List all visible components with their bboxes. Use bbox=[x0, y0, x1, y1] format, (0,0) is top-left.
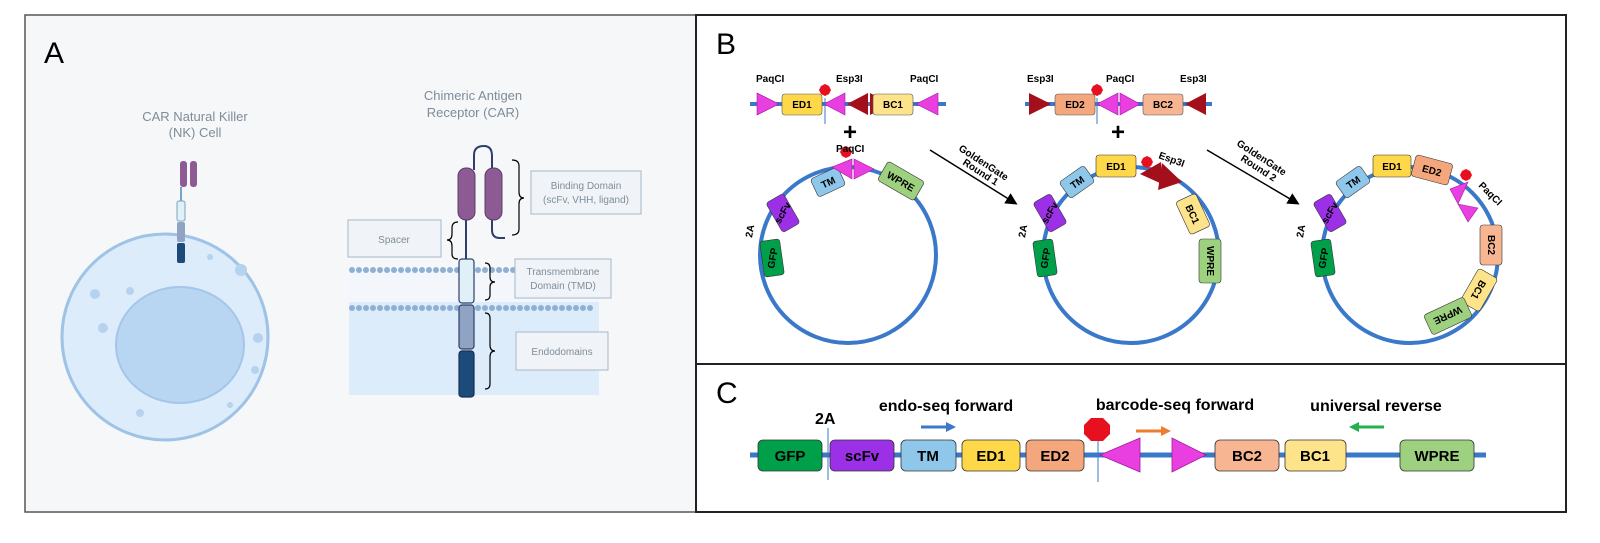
binding-domain-label-line1: Binding Domain bbox=[551, 181, 622, 192]
p3-ed1: ED1 bbox=[1382, 162, 1402, 173]
p3-ed2: ED2 bbox=[1421, 164, 1443, 180]
c-2a: 2A bbox=[815, 411, 836, 428]
frag2-esp3i-right: Esp3I bbox=[1180, 74, 1207, 85]
car-title-line2: Receptor (CAR) bbox=[427, 105, 519, 120]
universal-reverse-label: universal reverse bbox=[1310, 398, 1442, 415]
universal-reverse-arrow bbox=[1349, 422, 1384, 432]
barcode-seq-forward-label: barcode-seq forward bbox=[1096, 397, 1254, 414]
panel-a: A CAR Natural Killer (NK) Cell Chimeric bbox=[26, 16, 695, 511]
plasmid-2: GFP scFv TM ED1 Esp3I BC1 WPRE 2A bbox=[1017, 150, 1222, 345]
c-bc1: BC1 bbox=[1300, 448, 1330, 465]
c-gfp: GFP bbox=[775, 448, 806, 465]
c-scfv-box bbox=[829, 439, 895, 472]
p2-esp3i: Esp3I bbox=[1157, 150, 1186, 170]
frag2-ed2: ED2 bbox=[1065, 100, 1085, 111]
p1-paqci: PaqCI bbox=[836, 144, 865, 155]
c-ed1: ED1 bbox=[976, 448, 1005, 465]
insert-fragment-2: ED2 BC2 Esp3I PaqCI Esp3I bbox=[1025, 74, 1212, 124]
endodomains-label: Endodomains bbox=[531, 347, 592, 358]
p2-gfp: GFP bbox=[1039, 247, 1053, 269]
frag1-esp3i: Esp3I bbox=[836, 74, 863, 85]
c-scfv: scFv bbox=[845, 448, 880, 465]
frag1-paqci-right: PaqCI bbox=[910, 74, 939, 85]
panel-c: C 2A GFP scFv TM ED1 ED2 BC2 BC1 WPRE en… bbox=[716, 377, 1486, 482]
binding-domain-label-line2: (scFv, VHH, ligand) bbox=[543, 195, 629, 206]
frag2-esp3i-left: Esp3I bbox=[1027, 74, 1054, 85]
frag2-paqci: PaqCI bbox=[1106, 74, 1135, 85]
panel-b-letter: B bbox=[716, 28, 736, 61]
endodomain-block-1 bbox=[458, 304, 475, 350]
tmd-label-line2: Domain (TMD) bbox=[530, 281, 596, 292]
label-boxes: Binding Domain (scFv, VHH, ligand) Space… bbox=[347, 170, 642, 371]
c-paqci-left bbox=[1098, 437, 1141, 473]
plus-1: + bbox=[843, 119, 857, 146]
c-wpre: WPRE bbox=[1415, 448, 1460, 465]
plus-2: + bbox=[1111, 119, 1125, 146]
frag2-bc2: BC2 bbox=[1153, 100, 1173, 111]
nk-cell-title-line2: (NK) Cell bbox=[169, 125, 222, 140]
c-bc2: BC2 bbox=[1232, 448, 1262, 465]
c-tm-box bbox=[900, 439, 957, 472]
p3-2a: 2A bbox=[1295, 224, 1308, 239]
p1-gfp: GFP bbox=[766, 247, 780, 269]
c-paqci-right bbox=[1171, 437, 1207, 473]
car-title-line1: Chimeric Antigen bbox=[424, 88, 522, 103]
c-ed1-box bbox=[961, 439, 1021, 472]
plasmid-3: GFP scFv TM ED1 ED2 PaqCI BC2 BC1 WPRE 2… bbox=[1295, 154, 1504, 345]
barcode-seq-forward-arrow bbox=[1136, 426, 1171, 436]
c-stop-symbol bbox=[1084, 418, 1110, 441]
c-ed2: ED2 bbox=[1040, 448, 1069, 465]
c-wpre-box bbox=[1399, 439, 1475, 472]
c-gfp-box bbox=[757, 439, 823, 472]
panel-c-letter: C bbox=[716, 377, 738, 410]
panel-a-letter: A bbox=[44, 37, 64, 70]
p3-gfp: GFP bbox=[1317, 247, 1331, 269]
car-receptor bbox=[457, 144, 505, 398]
frag1-ed1: ED1 bbox=[792, 100, 812, 111]
plasmid-1: GFP scFv TM PaqCI WPRE 2A bbox=[744, 144, 938, 345]
nk-cell-title-line1: CAR Natural Killer bbox=[142, 109, 248, 124]
p1-2a: 2A bbox=[744, 224, 757, 239]
spacer-label: Spacer bbox=[378, 235, 410, 246]
endodomain-block-2 bbox=[458, 350, 475, 398]
p2-wpre: WPRE bbox=[1204, 246, 1215, 276]
nk-cell bbox=[60, 161, 270, 442]
c-tm: TM bbox=[917, 448, 939, 465]
tmd-block bbox=[458, 258, 475, 304]
tmd-label-line1: Transmembrane bbox=[527, 267, 600, 278]
braces bbox=[446, 159, 525, 390]
endo-seq-forward-arrow bbox=[921, 422, 956, 432]
c-bc1-box bbox=[1284, 439, 1347, 472]
frag1-bc1: BC1 bbox=[883, 100, 903, 111]
c-bc2-box bbox=[1214, 439, 1280, 472]
p3-bc2: BC2 bbox=[1485, 235, 1496, 255]
p2-2a: 2A bbox=[1017, 224, 1030, 239]
p2-ed1: ED1 bbox=[1106, 162, 1126, 173]
panel-borders bbox=[24, 14, 1567, 513]
c-ed2-box bbox=[1025, 439, 1085, 472]
endo-seq-forward-label: endo-seq forward bbox=[879, 398, 1013, 415]
panel-b: B ED1 BC1 PaqCI Esp3I PaqCI + GFP sc bbox=[716, 28, 1504, 345]
insert-fragment-1: ED1 BC1 PaqCI Esp3I PaqCI bbox=[750, 74, 946, 124]
frag1-paqci-left: PaqCI bbox=[756, 74, 785, 85]
